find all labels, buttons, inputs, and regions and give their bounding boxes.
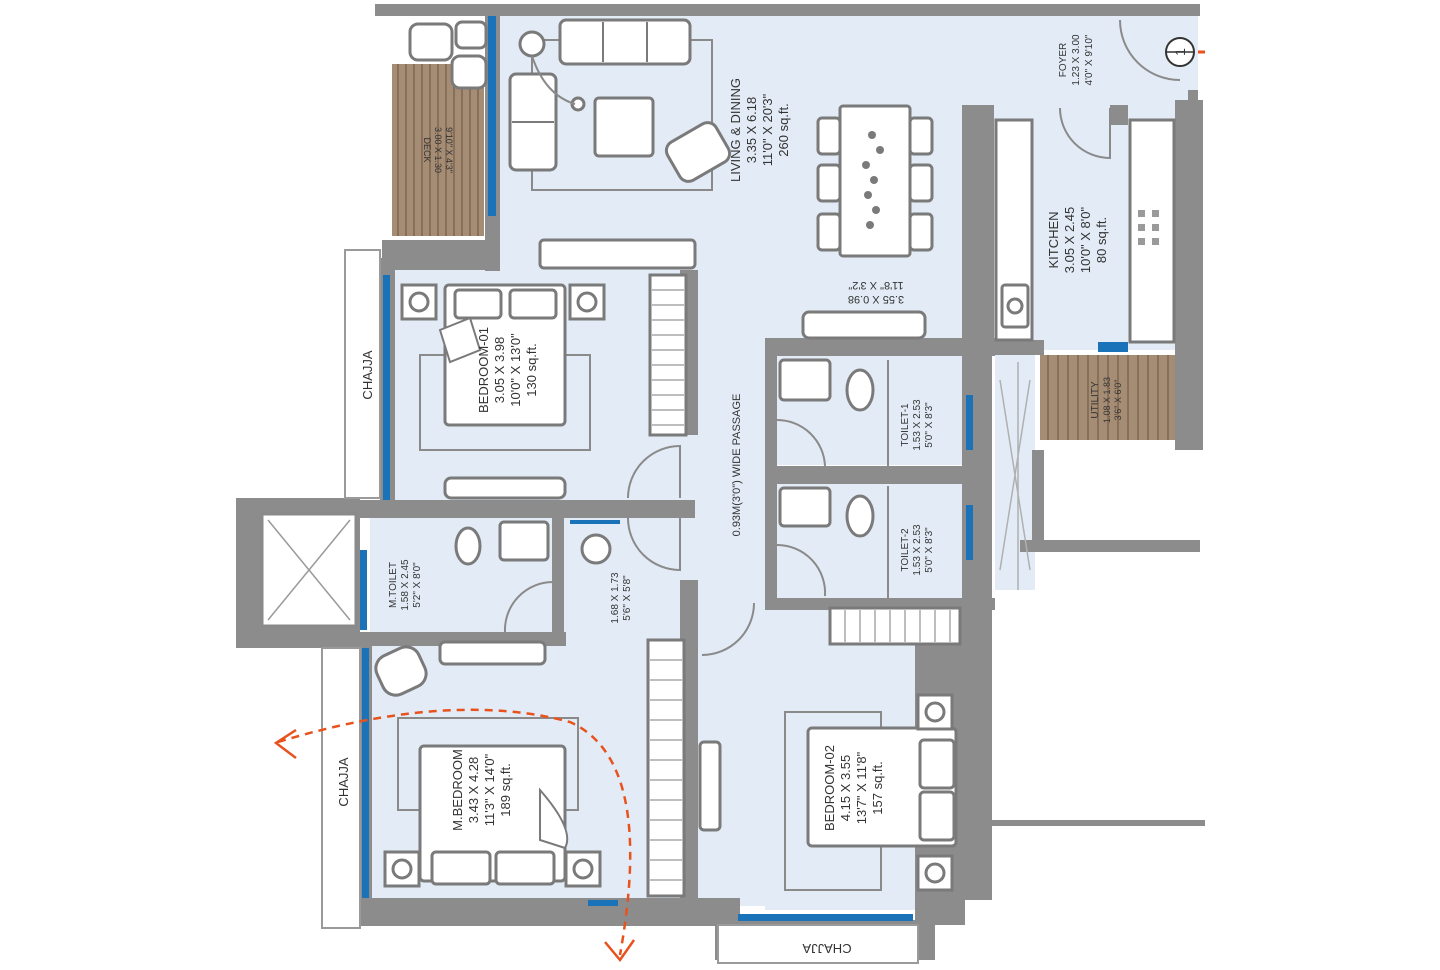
bedroom02-dims: 4.15 X 3.55	[838, 755, 853, 822]
mbedroom-name: M.BEDROOM	[450, 749, 465, 831]
utility-name: UTILITY	[1090, 381, 1101, 419]
mtoilet-dims: 1.58 X 2.45	[400, 559, 411, 611]
dress-dims: 1.68 X 1.73	[610, 572, 621, 624]
kitchen-name: KITCHEN	[1046, 211, 1061, 268]
living-furniture	[508, 18, 934, 340]
toilet2-dims: 1.53 X 2.53	[912, 524, 923, 576]
bedroom02-name: BEDROOM-02	[822, 745, 837, 831]
kitchen-imperial: 10'0" X 8'0"	[1078, 207, 1093, 274]
bedroom02-area: 157 sq.ft.	[870, 761, 885, 814]
utility-imperial: 3'6" X 6'0"	[1113, 380, 1123, 421]
mbedroom-imperial: 11'3" X 14'0"	[482, 753, 497, 826]
kitchen-dims: 3.05 X 2.45	[1062, 207, 1077, 274]
chajja-label-bottom: CHAJJA	[802, 941, 851, 956]
deck-imperial: 9'10" X 4'3"	[444, 127, 454, 173]
living-imperial: 11'0" X 20'3"	[760, 93, 775, 166]
room-labels: LIVING & DINING 3.35 X 6.18 11'0" X 20'3…	[388, 34, 1123, 831]
toilet1-dims: 1.53 X 2.53	[912, 399, 923, 451]
deck: DECK 3.00 X 1.30 9'10" X 4'3"	[392, 20, 488, 236]
living-dims: 3.35 X 6.18	[744, 97, 759, 164]
toilet1-imperial: 5'0" X 8'3"	[924, 402, 935, 448]
mtoilet-imperial: 5'2" X 8'0"	[412, 562, 423, 608]
mbedroom-furniture	[374, 638, 686, 898]
toilet-fixtures	[454, 358, 889, 598]
view-direction-arrow-icon	[273, 708, 636, 963]
mtoilet-name: M.TOILET	[388, 562, 399, 608]
bedroom02-furniture	[698, 606, 962, 892]
bedroom01-name: BEDROOM-01	[476, 327, 491, 413]
foyer-imperial: 4'0" X 9'10"	[1084, 34, 1095, 85]
kitchen-area: 80 sq.ft.	[1094, 217, 1109, 263]
living-area: 260 sq.ft.	[776, 103, 791, 156]
bedroom01-area: 130 sq.ft.	[524, 343, 539, 396]
shaft	[260, 512, 358, 628]
entry-marker-number: 1	[1172, 48, 1188, 56]
bedroom02-imperial: 13'7" X 11'8"	[854, 751, 869, 824]
passage-label: 0.93M(3'0") WIDE PASSAGE	[731, 394, 743, 537]
dress-imperial: 5'6" X 5'8"	[622, 575, 633, 621]
dining-note-imperial: 11'8" X 3'2"	[848, 279, 903, 291]
deck-name: DECK	[422, 137, 432, 162]
entry-door-marker-icon: 1	[1165, 37, 1205, 102]
deck-dims: 3.00 X 1.30	[433, 127, 443, 173]
bedroom01-imperial: 10'0" X 13'0"	[508, 333, 523, 407]
foyer-dims: 1.23 X 3.00	[1071, 34, 1082, 86]
dining-note-dims: 3.55 X 0.98	[848, 293, 904, 305]
chajja-label-left: CHAJJA	[336, 757, 351, 806]
doors	[503, 19, 1181, 656]
kitchen-fixtures	[994, 118, 1176, 440]
living-name: LIVING & DINING	[728, 78, 743, 182]
chajja-label-top: CHAJJA	[360, 350, 375, 399]
toilet2-name: TOILET-2	[900, 528, 911, 572]
mbedroom-area: 189 sq.ft.	[498, 763, 513, 816]
mbedroom-dims: 3.43 X 4.28	[466, 757, 481, 824]
utility-dims: 1.08 X 1.83	[1102, 377, 1112, 423]
windows	[360, 16, 1128, 921]
toilet2-imperial: 5'0" X 8'3"	[924, 527, 935, 573]
chajja-ledges: CHAJJA CHAJJA CHAJJA	[321, 249, 919, 964]
bedroom01-dims: 3.05 X 3.98	[492, 337, 507, 404]
bedroom01-furniture	[400, 273, 688, 500]
foyer-name: FOYER	[1058, 43, 1069, 77]
toilet1-name: TOILET-1	[900, 403, 911, 447]
